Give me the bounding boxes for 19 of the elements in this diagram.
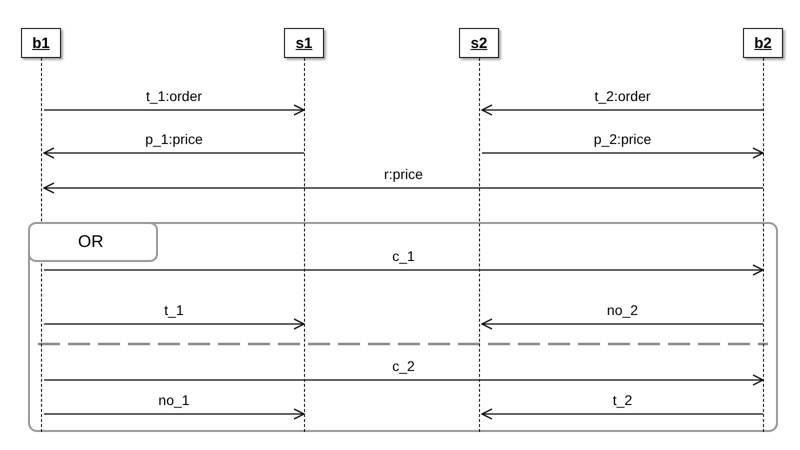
lifeline xyxy=(304,58,307,432)
lifeline xyxy=(479,58,482,432)
lifeline-header: b1 xyxy=(21,28,61,58)
lifeline-header: b2 xyxy=(743,28,783,58)
lifeline xyxy=(763,58,766,432)
message-arrow xyxy=(481,318,763,330)
message-arrow xyxy=(44,374,764,386)
message-arrow xyxy=(44,408,305,420)
lifeline-header: s1 xyxy=(284,28,324,58)
message-arrow xyxy=(482,147,764,159)
lifeline-header: s2 xyxy=(459,28,499,58)
message-arrow xyxy=(44,318,305,330)
message-arrow xyxy=(44,104,305,116)
message-arrow xyxy=(481,104,763,116)
message-arrow xyxy=(43,182,763,194)
message-arrow xyxy=(44,264,764,276)
message-arrow xyxy=(481,408,763,420)
fragment-label: OR xyxy=(28,222,158,262)
message-arrow xyxy=(43,147,304,159)
